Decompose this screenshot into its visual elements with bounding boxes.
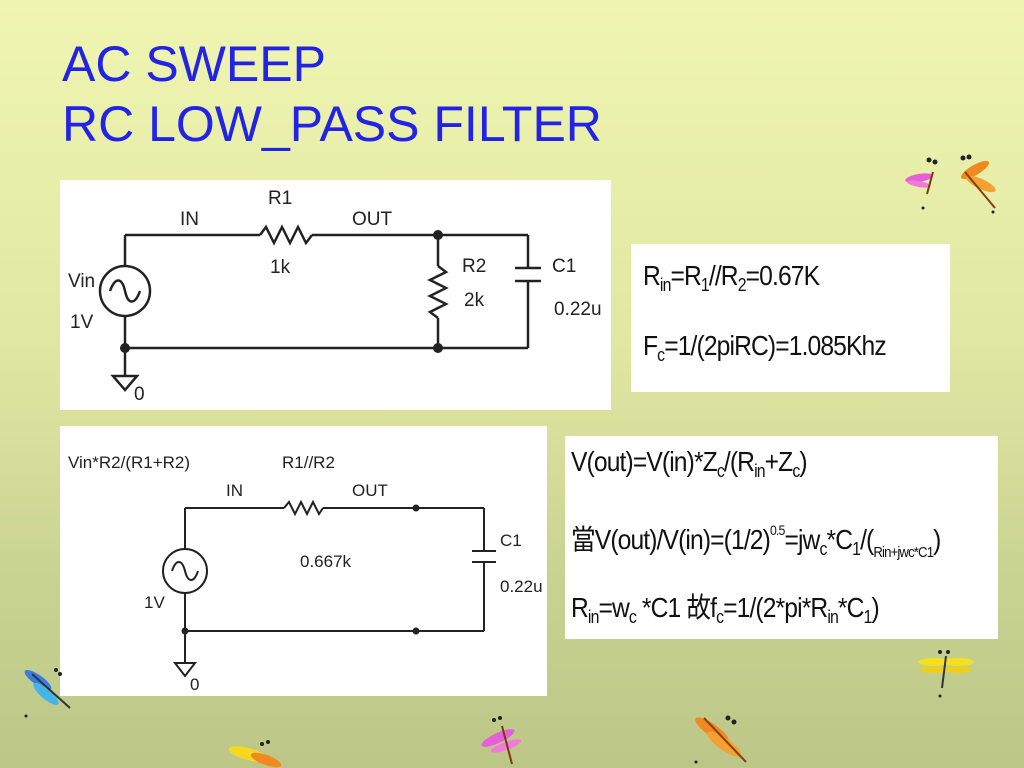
c1-value-label: 0.22u bbox=[554, 299, 602, 320]
cutoff-condition-equation: 當V(out)/V(in)=(1/2)0.5=jwc*C1/(Rin+jwc*C… bbox=[571, 522, 941, 561]
node-dot bbox=[181, 627, 189, 635]
resistor-r2-symbol bbox=[427, 265, 449, 319]
fc-derivation-equation: Rin=wc *C1 故fc=1/(2*pi*Rin*C1) bbox=[571, 592, 880, 627]
rin-equation: Rin=R1//R2=0.67K bbox=[643, 260, 820, 295]
dragonfly-icon bbox=[918, 650, 974, 698]
equivalent-circuit-diagram: Vin*R2/(R1+R2) IN R1//R2 0.667k OUT C1 0… bbox=[60, 426, 547, 696]
out-label: OUT bbox=[352, 209, 393, 230]
r-name-label: R1//R2 bbox=[282, 453, 335, 472]
node-dot bbox=[433, 230, 443, 240]
resistor-r1-r2-symbol bbox=[283, 499, 324, 517]
formula-box-derivation: V(out)=V(in)*Zc/(Rin+Zc) 當V(out)/V(in)=(… bbox=[565, 436, 998, 639]
ground-label: 0 bbox=[134, 384, 145, 405]
r-value-label: 0.667k bbox=[300, 552, 352, 571]
ground-symbol bbox=[172, 662, 198, 678]
dragonfly-icon bbox=[481, 716, 522, 765]
source-name-label: Vin bbox=[68, 271, 95, 292]
ground-symbol bbox=[110, 374, 140, 392]
in-label: IN bbox=[226, 481, 243, 500]
fc-equation: Fc=1/(2piRC)=1.085Khz bbox=[643, 330, 887, 365]
r2-value-label: 2k bbox=[464, 290, 485, 311]
c1-value-label: 0.22u bbox=[500, 577, 543, 596]
source-value-label: 1V bbox=[70, 312, 94, 333]
formula-box-rin-fc: Rin=R1//R2=0.67K Fc=1/(2piRC)=1.085Khz bbox=[631, 244, 950, 392]
dragonfly-icon bbox=[905, 154, 996, 214]
node-dot bbox=[412, 504, 420, 512]
dragonfly-icon bbox=[694, 715, 747, 764]
title-line-1: AC SWEEP bbox=[62, 36, 326, 92]
node-dot bbox=[120, 343, 130, 353]
dragonfly-icon bbox=[228, 740, 282, 768]
node-dot bbox=[412, 627, 420, 635]
r1-value-label: 1k bbox=[270, 257, 291, 278]
slide-title: AC SWEEP RC LOW_PASS FILTER bbox=[62, 34, 602, 154]
resistor-r1-symbol bbox=[259, 224, 313, 246]
rc-circuit-diagram: IN R1 1k OUT R2 2k C1 0.22u Vin 1V 0 bbox=[60, 180, 611, 410]
c1-name-label: C1 bbox=[500, 531, 522, 550]
dragonfly-icon bbox=[24, 668, 71, 718]
node-dot bbox=[433, 343, 443, 353]
ground-label: 0 bbox=[190, 675, 199, 694]
r1-name-label: R1 bbox=[268, 188, 292, 209]
in-label: IN bbox=[180, 209, 199, 230]
c1-name-label: C1 bbox=[552, 256, 576, 277]
out-label: OUT bbox=[352, 481, 388, 500]
title-line-2: RC LOW_PASS FILTER bbox=[62, 96, 602, 152]
source-value-label: 1V bbox=[144, 593, 165, 612]
r2-name-label: R2 bbox=[462, 256, 486, 277]
source-expression-label: Vin*R2/(R1+R2) bbox=[68, 453, 190, 472]
vout-equation: V(out)=V(in)*Zc/(Rin+Zc) bbox=[571, 446, 808, 481]
